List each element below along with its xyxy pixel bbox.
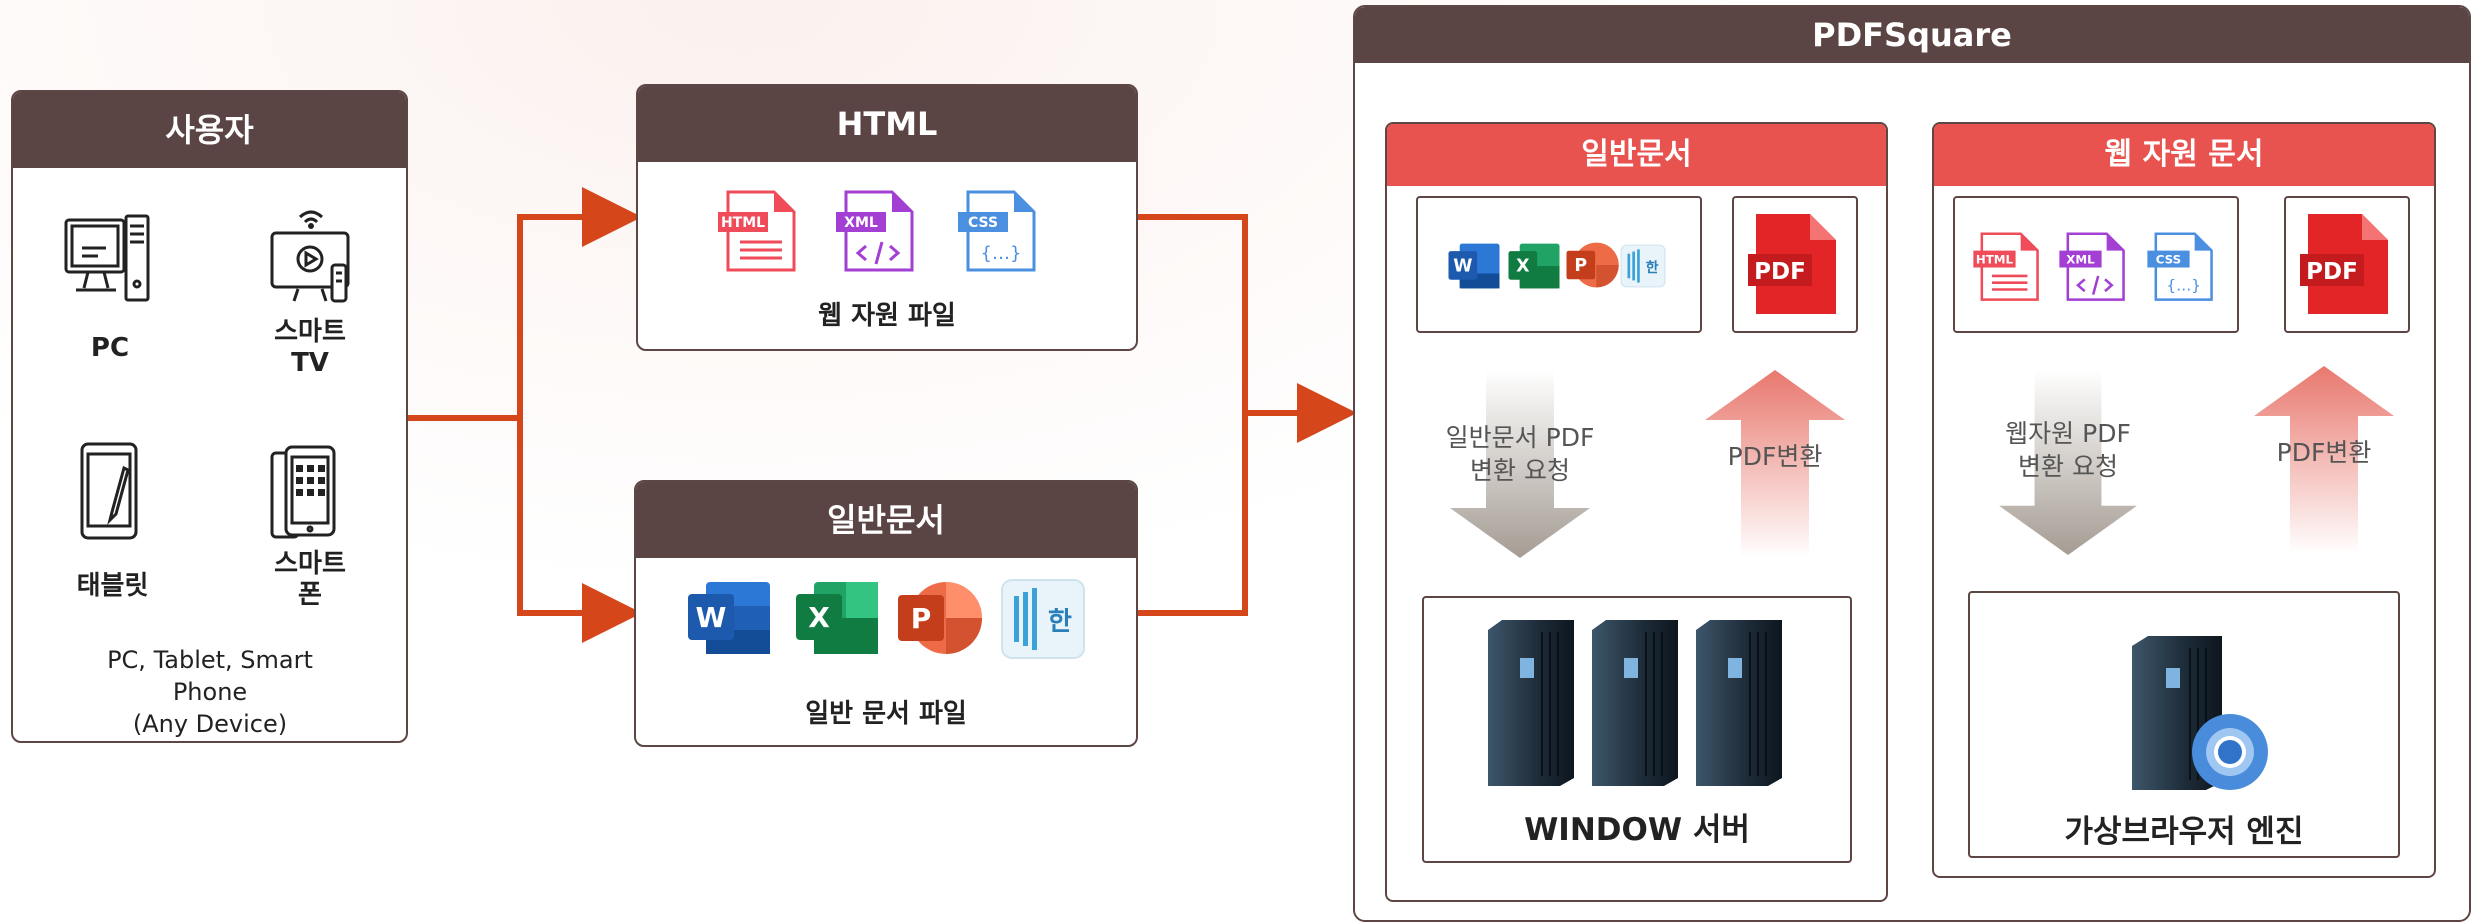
hangul-icon: 한 (1001, 579, 1085, 659)
svg-text:W: W (1453, 257, 1472, 277)
general-word-icon: W (1448, 243, 1500, 289)
web-convert-text: PDF변환 (2276, 438, 2372, 467)
general-hangul-icon: 한 (1620, 244, 1666, 288)
general-convert-arrow (1705, 370, 1845, 558)
tablet-icon (80, 442, 138, 540)
doc-box-title: 일반문서 (636, 482, 1136, 558)
word-icon: W (688, 582, 770, 654)
smartphone-icon (270, 445, 336, 539)
html-file-tag: HTML (721, 215, 765, 231)
svg-text:P: P (911, 602, 932, 635)
web-doc-title: 웹 자원 문서 (1934, 124, 2434, 186)
pdfsquare-title: PDFSquare (1355, 7, 2469, 63)
general-request-text: 일반문서 PDF 변환 요청 (1445, 423, 1595, 485)
general-powerpoint-icon: P (1566, 242, 1619, 288)
svg-text:HTML: HTML (1976, 252, 2014, 266)
excel-icon: X (796, 582, 878, 654)
connector-to-html (517, 187, 642, 418)
device-label-pc: PC (90, 333, 130, 363)
window-server-label: WINDOW 서버 (1524, 812, 1750, 848)
svg-text:XML: XML (2066, 252, 2095, 266)
xml-file-tag: XML (844, 215, 878, 231)
svg-text:W: W (696, 601, 727, 634)
browser-engine-label: 가상브라우저 엔진 (2064, 814, 2304, 850)
smart-tv-icon (270, 210, 350, 303)
web-request-text: 웹자원 PDF 변환 요청 (2005, 419, 2131, 481)
svg-text:한: 한 (1646, 260, 1659, 276)
svg-text:CSS: CSS (2156, 252, 2181, 266)
connector-to-doc (517, 418, 642, 643)
server-rack-icon (1488, 620, 1782, 786)
connector-html-out (1138, 214, 1248, 616)
web-request-arrow (1999, 370, 2137, 555)
user-box-title: 사용자 (13, 92, 406, 168)
svg-text:X: X (1516, 257, 1530, 277)
pdf-file-icon: PDF (1748, 214, 1836, 314)
svg-text:{…}: {…} (2166, 276, 2201, 294)
doc-box-caption: 일반 문서 파일 (805, 699, 967, 729)
svg-text:한: 한 (1048, 607, 1072, 637)
html-box-title: HTML (638, 86, 1136, 162)
html-box-caption: 웹 자원 파일 (818, 301, 956, 331)
css-file-icon: {…} CSS (958, 190, 1036, 272)
css-file-tag: CSS (968, 215, 998, 231)
web-convert-arrow (2254, 366, 2394, 554)
web-xml-file-icon: XML (2059, 232, 2125, 301)
device-label-tablet: 태블릿 (76, 571, 149, 601)
svg-text:X: X (808, 601, 830, 634)
web-css-file-icon: {…} CSS (2147, 232, 2213, 301)
xml-file-icon: XML (836, 190, 914, 272)
general-doc-title: 일반문서 (1387, 124, 1886, 186)
web-pdf-file-icon: PDF (2300, 214, 2388, 314)
svg-text:PDF: PDF (1754, 259, 1806, 285)
svg-text:PDF: PDF (2306, 259, 2358, 285)
device-label-smartphone: 스마트 폰 (274, 549, 346, 610)
pc-icon (64, 214, 150, 302)
user-box-caption: PC, Tablet, Smart Phone (Any Device) (107, 646, 313, 738)
svg-text:P: P (1574, 256, 1587, 276)
browser-engine-icon (2132, 636, 2268, 790)
svg-text:{…}: {…} (981, 243, 1022, 264)
powerpoint-icon: P (898, 582, 982, 654)
web-html-file-icon: HTML (1973, 232, 2039, 301)
general-excel-icon: X (1508, 243, 1560, 289)
general-request-arrow (1450, 370, 1590, 558)
general-convert-text: PDF변환 (1727, 442, 1823, 471)
html-file-icon: HTML (718, 190, 796, 272)
user-box: 사용자 (11, 90, 408, 743)
device-label-smart-tv: 스마트 TV (274, 317, 346, 378)
